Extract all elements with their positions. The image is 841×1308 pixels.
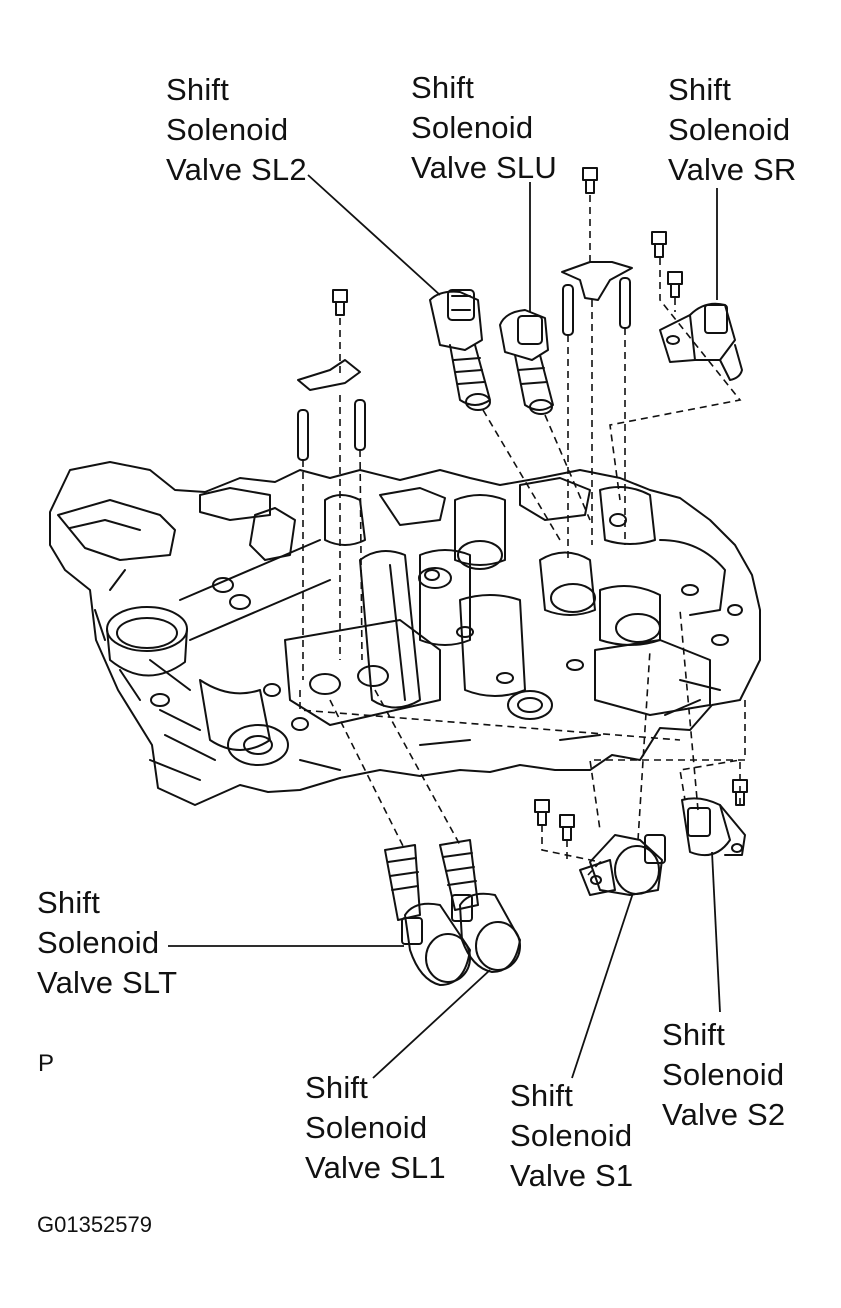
label-line: Solenoid <box>668 112 791 147</box>
leader-lines <box>168 174 721 1079</box>
label-line: Shift <box>166 72 230 107</box>
label-solenoid-s2: Shift Solenoid Valve S2 <box>662 1015 785 1135</box>
label-line: Valve SL1 <box>305 1150 446 1185</box>
view-mark: P <box>38 1050 55 1077</box>
label-line: Solenoid <box>662 1057 785 1092</box>
solenoid-sr <box>659 302 743 381</box>
label-line: Solenoid <box>411 110 534 145</box>
label-line: Valve S2 <box>662 1097 786 1132</box>
label-line: Solenoid <box>510 1118 633 1153</box>
label-line: Shift <box>668 72 732 107</box>
solenoid-s1 <box>579 834 666 896</box>
label-solenoid-slu: Shift Solenoid Valve SLU <box>411 68 557 188</box>
label-line: Valve SLU <box>411 150 557 185</box>
figure-id: G01352579 <box>37 1212 152 1237</box>
label-line: Solenoid <box>166 112 289 147</box>
label-solenoid-s1: Shift Solenoid Valve S1 <box>510 1076 633 1196</box>
label-line: Valve SR <box>668 152 797 187</box>
label-line: Valve S1 <box>510 1158 634 1193</box>
label-line: Valve SLT <box>37 965 178 1000</box>
label-line: Shift <box>510 1078 574 1113</box>
label-line: Shift <box>411 70 475 105</box>
solenoid-sl1 <box>439 839 521 973</box>
label-line: Shift <box>662 1017 726 1052</box>
label-line: Shift <box>305 1070 369 1105</box>
label-solenoid-sr: Shift Solenoid Valve SR <box>668 70 797 190</box>
solenoid-sl2 <box>429 289 491 411</box>
solenoid-slu <box>499 309 554 415</box>
valve-body <box>49 461 761 806</box>
label-solenoid-slt: Shift Solenoid Valve SLT <box>37 883 177 1003</box>
assembly-lines <box>299 195 746 876</box>
solenoid-s2 <box>681 797 746 856</box>
label-solenoid-sl1: Shift Solenoid Valve SL1 <box>305 1068 446 1188</box>
label-line: Shift <box>37 885 101 920</box>
label-line: Solenoid <box>305 1110 428 1145</box>
label-line: Valve SL2 <box>166 152 307 187</box>
solenoid-slt <box>384 844 471 986</box>
label-line: Solenoid <box>37 925 160 960</box>
label-solenoid-sl2: Shift Solenoid Valve SL2 <box>166 70 307 190</box>
